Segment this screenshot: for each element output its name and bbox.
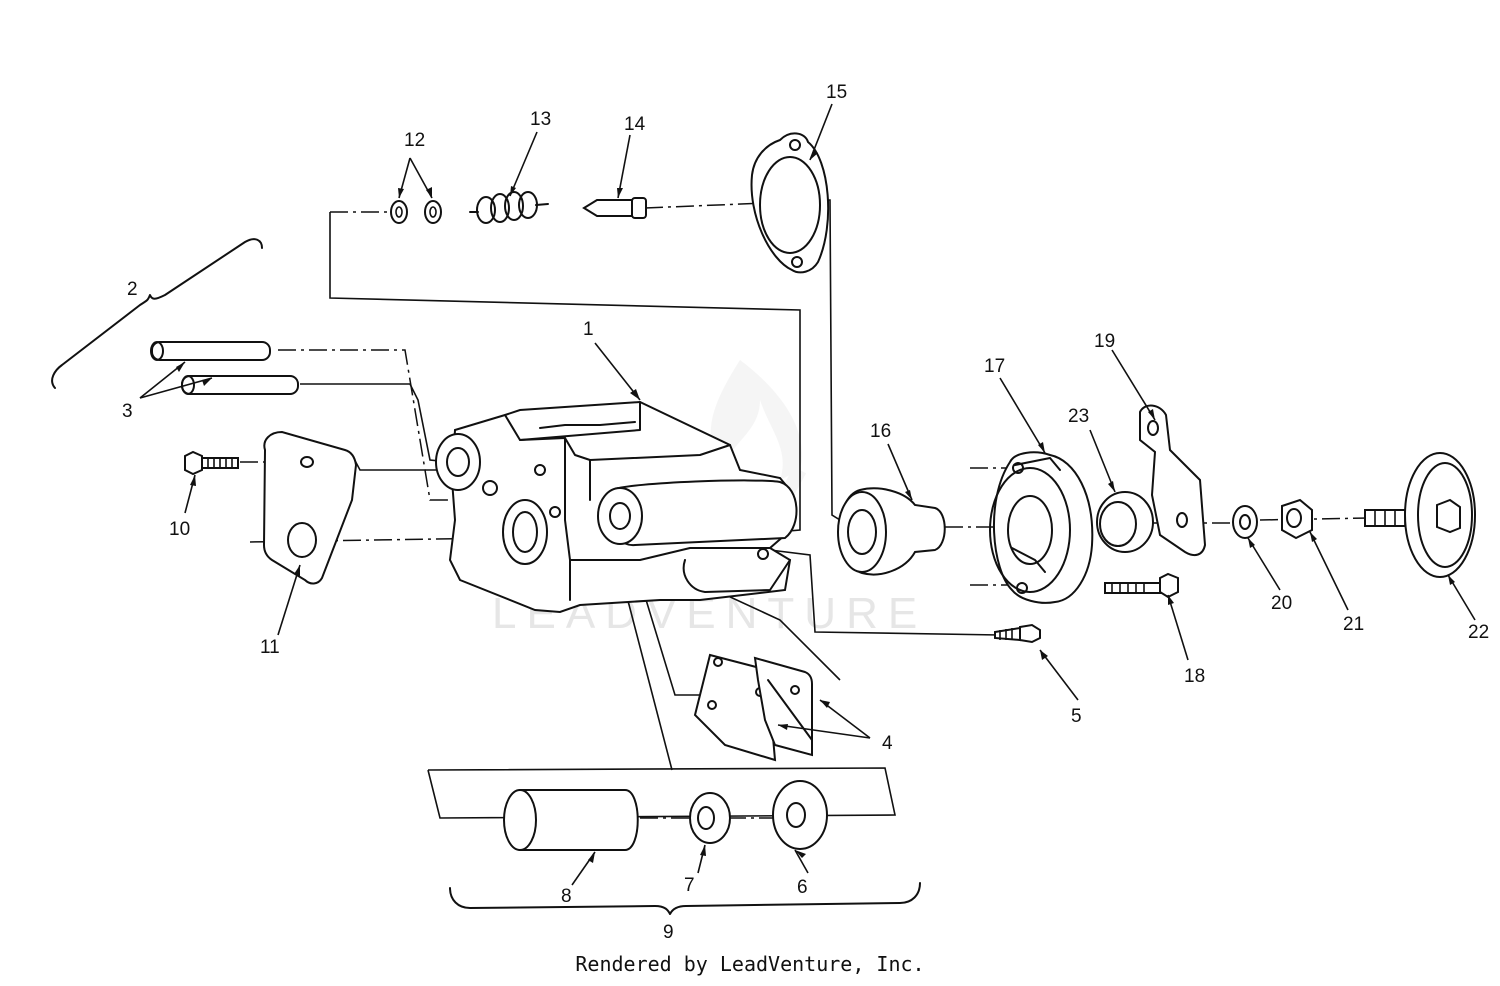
label-4: 4 [882,733,893,754]
label-7: 7 [684,875,695,896]
label-5: 5 [1071,706,1082,727]
bracket-19 [1139,404,1207,557]
label-9: 9 [663,922,674,943]
label-15: 15 [826,82,847,103]
o-ring-12a [390,200,408,224]
label-11: 11 [260,637,280,658]
bolt-10 [184,450,239,476]
label-22: 22 [1468,622,1489,643]
footer-credit: Rendered by LeadVenture, Inc. [575,952,925,976]
label-8: 8 [561,886,572,907]
leader-arrows [176,150,1455,863]
dowel-pin-3a [150,341,271,361]
leader-lines [139,103,1476,886]
sleeve-8 [503,789,639,851]
label-13: 13 [530,109,551,130]
label-1: 1 [583,319,594,340]
label-21: 21 [1343,614,1364,635]
o-ring-12b [424,200,442,224]
label-14: 14 [624,114,646,135]
label-19: 19 [1094,331,1115,352]
label-23: 23 [1068,406,1089,427]
label-18: 18 [1184,666,1205,687]
label-17: 17 [984,356,1005,377]
part-labels: 1 2 3 4 5 6 7 8 9 10 11 12 13 14 15 16 1… [122,82,1489,943]
housing-17 [989,451,1094,604]
label-12: 12 [404,130,425,151]
washer-7 [689,792,731,844]
label-3: 3 [122,401,133,422]
bushing-23 [1096,491,1154,553]
dowel-pin-3b [181,375,299,395]
label-10: 10 [169,519,190,540]
nut-21 [1281,498,1313,540]
piston-16 [837,487,946,576]
brake-pad-4b [753,656,813,757]
caliper-body-1 [435,400,798,614]
bushing-6 [772,780,828,850]
gasket-15 [750,132,830,274]
bracket-2 [51,238,263,389]
pin-14 [582,197,647,219]
bracket-9 [449,882,921,915]
spring-13 [469,191,549,224]
label-6: 6 [797,877,808,898]
bolt-18 [1104,572,1179,599]
plate-11 [262,430,358,585]
washer-20 [1232,505,1258,539]
adjuster-22 [1364,452,1476,578]
label-20: 20 [1271,593,1292,614]
label-16: 16 [870,421,891,442]
label-2: 2 [127,279,138,300]
bleeder-5 [994,623,1041,644]
